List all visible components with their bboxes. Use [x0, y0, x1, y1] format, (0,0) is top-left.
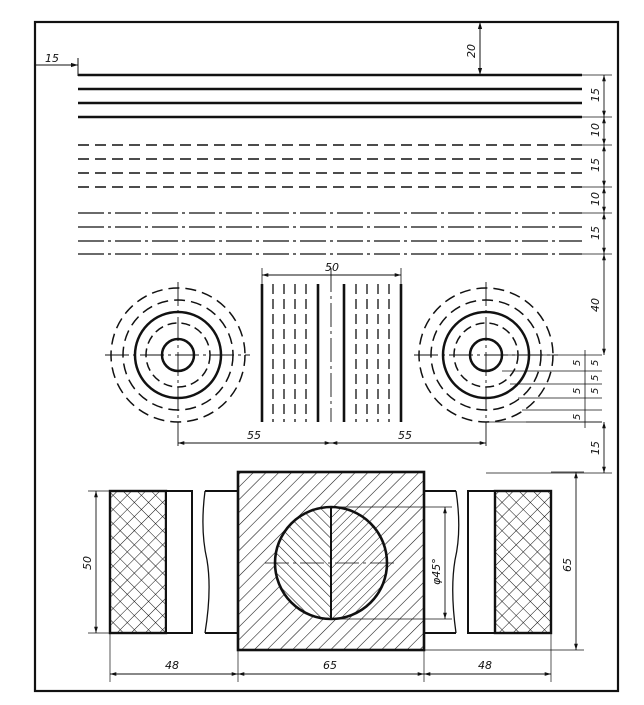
- dim-ring-step-4: 5: [572, 360, 583, 366]
- dim-hole-diameter: φ45°: [430, 558, 443, 585]
- dim-width-right-48: 48: [478, 659, 492, 672]
- ring-step-dimensions: 5 5 5 5 5 5: [486, 350, 602, 428]
- dim-ring-step-6: 5: [572, 414, 583, 420]
- dim-left-offset: 15: [45, 52, 59, 65]
- top-margin-dimension: 20: [465, 22, 483, 75]
- dim-block-height-50: 50: [81, 556, 94, 570]
- dim-spacing-1: 15: [589, 88, 602, 102]
- dim-width-left-48: 48: [165, 659, 179, 672]
- dim-band-width: 50: [325, 261, 339, 274]
- dim-spacing-15: 15: [589, 441, 602, 455]
- dim-spacing-5: 15: [589, 226, 602, 240]
- dim-ring-step-3: 5: [590, 388, 601, 394]
- bottom-section-view: [108, 470, 553, 652]
- dim-ring-step-2: 5: [590, 375, 601, 381]
- dim-ring-step-5: 5: [572, 388, 583, 394]
- sheet-frame: [33, 20, 620, 693]
- left-offset-dimension: 15: [35, 52, 79, 76]
- right-lower-dimensions: 40 15: [486, 254, 612, 474]
- right-concentric-circles: [414, 282, 558, 448]
- dim-ring-step-1: 5: [590, 360, 601, 366]
- line-type-samples: [78, 73, 582, 255]
- center-distance-dimensions: 55 55: [178, 429, 486, 445]
- dim-spacing-4: 10: [589, 192, 602, 206]
- dim-spacing-40: 40: [589, 298, 602, 312]
- central-line-band: 50: [260, 261, 403, 422]
- left-concentric-circles: [105, 282, 250, 448]
- dim-spacing-2: 10: [589, 123, 602, 137]
- dim-spacing-3: 15: [589, 158, 602, 172]
- bottom-dimensions: φ45° 50 65 48 65 48: [81, 471, 584, 682]
- dim-center-left: 55: [247, 429, 261, 442]
- dim-center-right: 55: [398, 429, 412, 442]
- right-spacing-dimensions: 15 10 15 10 15: [582, 74, 612, 255]
- dim-block-height-65: 65: [561, 558, 574, 572]
- dim-width-center-65: 65: [323, 659, 337, 672]
- dim-top-margin: 20: [465, 44, 478, 58]
